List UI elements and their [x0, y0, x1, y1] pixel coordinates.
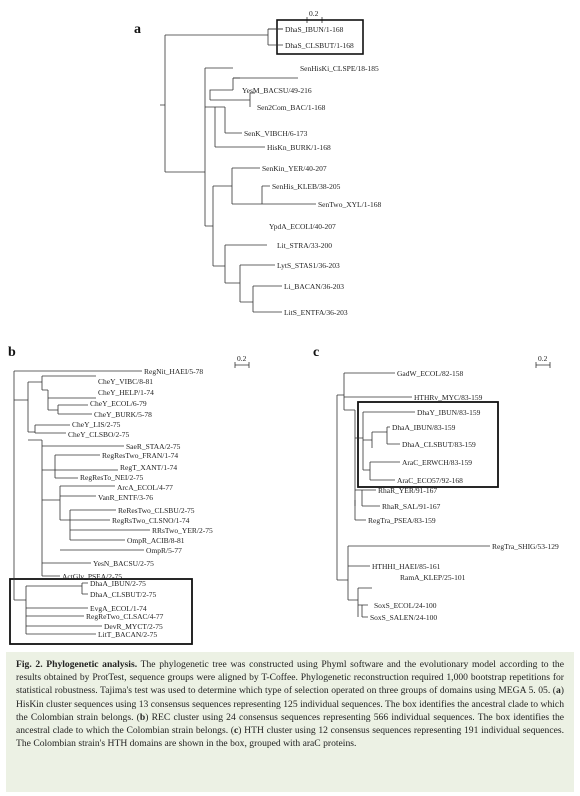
leaf-label: CheY_VIBC/8-81 — [98, 377, 153, 386]
panel-c-leaf-labels: GadW_ECOL/82-158 HTHRv_MYC/83-159 DhaY_I… — [368, 369, 559, 622]
panel-c-scale-bar — [535, 362, 551, 368]
leaf-label: RhaR_SAL/91-167 — [382, 502, 441, 511]
leaf-label: RegReTwo_CLSAC/4-77 — [86, 612, 164, 621]
leaf-label: SenHis_KLEB/38-205 — [272, 182, 341, 191]
panel-b-scale-label: 0.2 — [237, 354, 247, 363]
caption-title: Fig. 2. Phylogenetic analysis. — [16, 659, 138, 670]
leaf-label: SenKin_YER/40-207 — [262, 164, 327, 173]
leaf-label: RegTra_PSEA/83-159 — [368, 516, 436, 525]
leaf-label: HisKn_BURK/1-168 — [267, 143, 331, 152]
leaf-label: ReResTwo_CLSBU/2-75 — [118, 506, 195, 515]
panel-b-tree: b 0.2 — [8, 345, 250, 645]
leaf-label: DhaA_IBUN/83-159 — [392, 423, 456, 432]
leaf-label: OmpR_ACIB/8-81 — [127, 536, 185, 545]
panel-a-leaf-labels: DhaS_IBUN/1-168 DhaS_CLSBUT/1-168 SenHis… — [242, 25, 381, 317]
caption-text: ) HisKin cluster sequences using 13 cons… — [16, 685, 564, 723]
leaf-label: LitT_BACAN/2-75 — [98, 630, 157, 639]
leaf-label: RegResTo_NEI/2-75 — [80, 473, 143, 482]
leaf-label: RegResTwo_FRAN/1-74 — [102, 451, 178, 460]
panel-c-highlight-box — [357, 401, 499, 488]
leaf-label: VanR_ENTF/3-76 — [98, 493, 153, 502]
leaf-label: SoxS_SALEN/24-100 — [370, 613, 437, 622]
leaf-label: SaeR_STAA/2-75 — [126, 442, 181, 451]
leaf-label: ActGlv_PSEA/2-75 — [62, 572, 122, 581]
panel-b-label: b — [8, 345, 16, 360]
leaf-label: RegRsTwo_CLSNO/1-74 — [112, 516, 190, 525]
caption-text: The phylogenetic tree was constructed us… — [16, 659, 564, 697]
caption-panel-ref: c — [234, 725, 239, 737]
leaf-label: YesM_BACSU/49-216 — [242, 86, 312, 95]
leaf-label: CheY_CLSBO/2-75 — [68, 430, 130, 439]
caption-panel-ref: b — [139, 711, 146, 723]
leaf-label: ArcA_ECOL/4-77 — [117, 483, 173, 492]
leaf-label: Li_BACAN/36-203 — [284, 282, 344, 291]
leaf-label: RRsTwo_YER/2-75 — [152, 526, 213, 535]
panel-c-label: c — [313, 345, 319, 360]
leaf-label: SenK_VIBCH/6-173 — [244, 129, 308, 138]
leaf-label: DhaA_CLSBUT/2-75 — [90, 590, 156, 599]
leaf-label: YesN_BACSU/2-75 — [93, 559, 154, 568]
leaf-label: DevR_MYCT/2-75 — [104, 622, 163, 631]
leaf-label: CheY_HELP/1-74 — [98, 388, 154, 397]
leaf-label: GadW_ECOL/82-158 — [397, 369, 463, 378]
figure-caption: Fig. 2. Phylogenetic analysis. The phylo… — [6, 652, 574, 792]
leaf-label: RegNit_HAEI/5-78 — [144, 367, 203, 376]
leaf-label: RamA_KLEP/25-101 — [400, 573, 466, 582]
panel-b-scale-bar — [234, 362, 250, 368]
leaf-label: OmpR/5-77 — [146, 546, 182, 555]
leaf-label: LitS_ENTFA/36-203 — [284, 308, 348, 317]
panel-a-highlight-box — [276, 19, 364, 55]
leaf-label: RegTra_SHIG/53-129 — [492, 542, 559, 551]
leaf-label: DhaS_CLSBUT/1-168 — [285, 41, 354, 50]
leaf-label: RegT_XANT/1-74 — [120, 463, 177, 472]
leaf-label: CheY_BURK/5-78 — [94, 410, 152, 419]
panel-b-leaf-labels: RegNit_HAEI/5-78 CheY_VIBC/8-81 CheY_HEL… — [62, 367, 213, 639]
panel-a-tree: a 0.2 — [134, 9, 364, 313]
panel-b-highlight-box — [9, 578, 193, 645]
leaf-label: DhaA_IBUN/2-75 — [90, 579, 146, 588]
figure-canvas: a 0.2 DhaS_IBUN/1-168 DhaS_CLSBUT/1-168 … — [8, 9, 559, 645]
leaf-label: SoxS_ECOL/24-100 — [374, 601, 437, 610]
leaf-label: AraC_ECO57/92-168 — [397, 476, 463, 485]
leaf-label: EvgA_ECOL/1-74 — [90, 604, 147, 613]
leaf-label: AraC_ERWCH/83-159 — [402, 458, 472, 467]
leaf-label: Lit_STRA/33-200 — [277, 241, 332, 250]
panel-a-scale-label: 0.2 — [309, 9, 319, 18]
leaf-label: LytS_STAS1/36-203 — [277, 261, 340, 270]
leaf-label: CheY_ECOL/6-79 — [90, 399, 147, 408]
leaf-label: Sen2Com_BAC/1-168 — [257, 103, 326, 112]
caption-text: ) HTH cluster using 12 consensus sequenc… — [16, 725, 564, 750]
leaf-label: SenTwo_XYL/1-168 — [318, 200, 381, 209]
leaf-label: HTHRv_MYC/83-159 — [414, 393, 483, 402]
leaf-label: DhaY_IBUN/83-159 — [417, 408, 481, 417]
leaf-label: CheY_LIS/2-75 — [72, 420, 121, 429]
caption-panel-ref: a — [556, 685, 561, 697]
leaf-label: RhaR_YER/91-167 — [378, 486, 437, 495]
panel-c-scale-label: 0.2 — [538, 354, 548, 363]
panel-a-label: a — [134, 22, 141, 37]
leaf-label: HTHHI_HAEI/85-161 — [372, 562, 441, 571]
panel-c-tree: c 0.2 — [313, 345, 551, 618]
caption-text: ) REC cluster using 24 consensus sequenc… — [16, 711, 564, 737]
leaf-label: YpdA_ECOLI/40-207 — [269, 222, 336, 231]
leaf-label: DhaS_IBUN/1-168 — [285, 25, 344, 34]
leaf-label: SenHisKi_CLSPE/18-185 — [300, 64, 379, 73]
leaf-label: DhaA_CLSBUT/83-159 — [402, 440, 476, 449]
